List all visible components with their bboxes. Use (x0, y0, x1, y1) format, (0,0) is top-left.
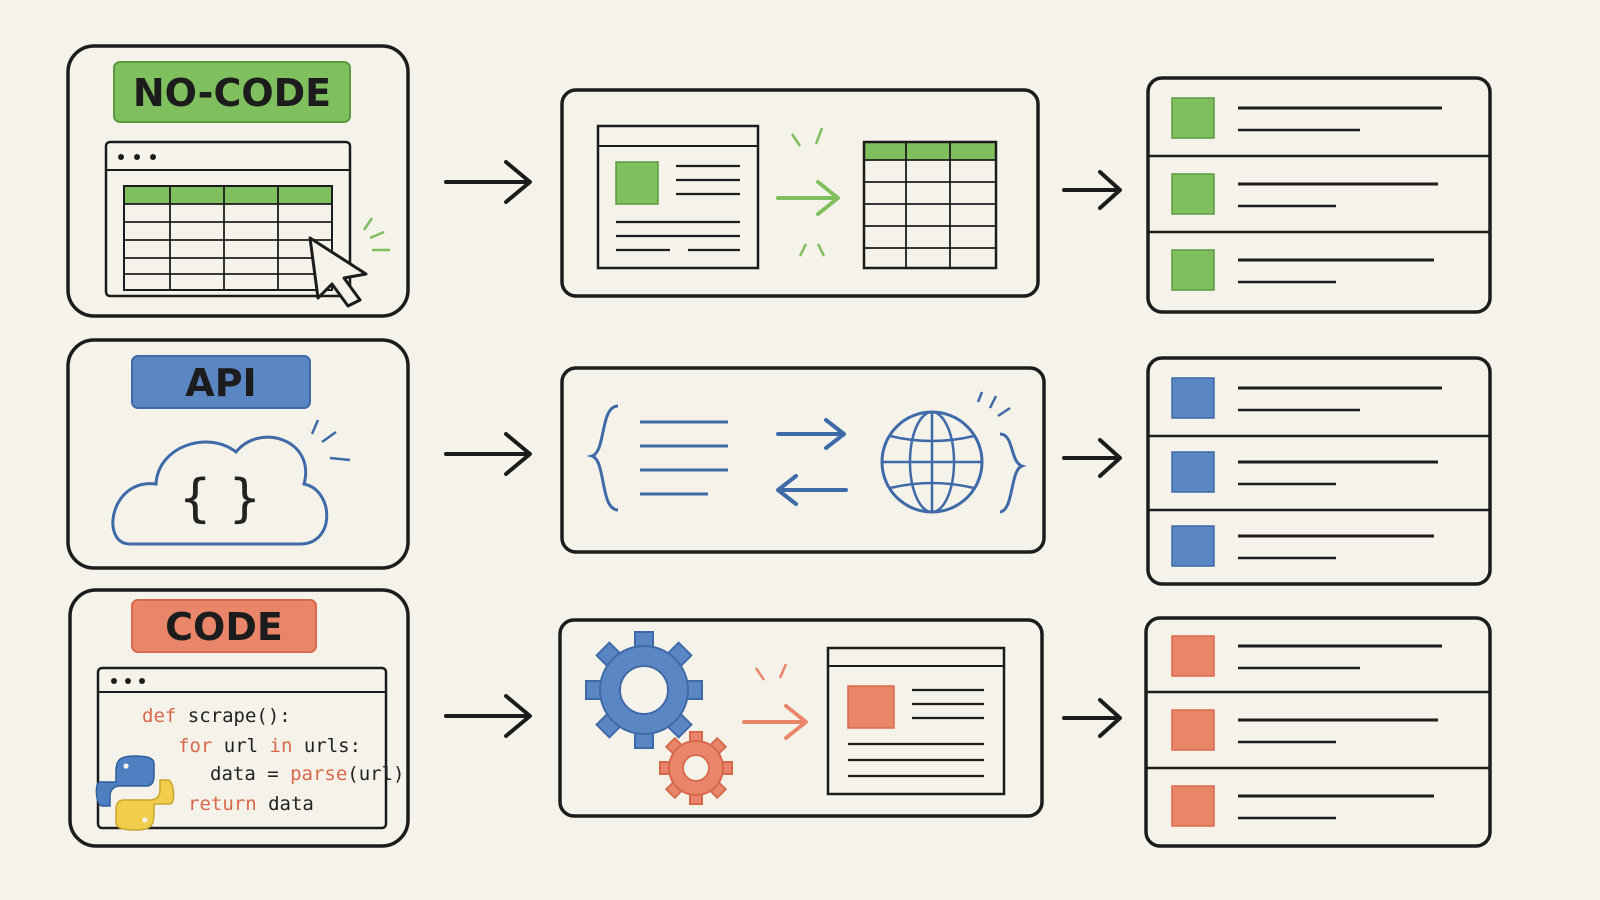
no-code-source-panel (66, 44, 410, 318)
code-source-panel (68, 588, 410, 848)
row-code: CODE def scrape(): for url in urls: data… (68, 588, 1492, 848)
svg-text:{ }: { } (179, 469, 262, 529)
python-code-window-icon: def scrape(): for url in urls: data = pa… (95, 666, 404, 831)
code-line-4: return data (188, 793, 314, 815)
api-label-badge (131, 355, 311, 409)
code-line-3: data = parse(url) (210, 763, 404, 785)
cursor-icon (308, 236, 368, 308)
green-item-list-icon (1146, 76, 1492, 314)
row-no-code: NO-CODE (66, 44, 1492, 318)
gear-icon (585, 631, 703, 749)
arrowhead-icon (504, 694, 532, 738)
code-line-1: def scrape(): (142, 705, 291, 727)
no-code-label: NO-CODE (133, 71, 331, 115)
json-exchange-globe-icon (586, 391, 1027, 514)
cloud-json-icon: { } (111, 419, 351, 546)
spreadsheet-with-cursor-icon (104, 140, 390, 308)
blue-item-list-icon (1146, 356, 1492, 586)
arrowhead-icon (1098, 698, 1122, 738)
arrowhead-icon (504, 432, 532, 476)
python-logo-icon (95, 755, 175, 831)
code-line-2: for url in urls: (178, 735, 361, 757)
code-process-panel (558, 618, 1044, 818)
no-code-label-badge (113, 61, 351, 123)
gear-icon (659, 731, 733, 805)
gears-to-webpage-icon (585, 631, 1006, 805)
api-process-panel (560, 366, 1046, 554)
code-label: CODE (165, 605, 283, 649)
no-code-process-panel (560, 88, 1040, 298)
row-api: API { } (66, 338, 1492, 586)
globe-icon (880, 410, 984, 514)
orange-item-list-icon (1144, 616, 1492, 848)
webpage-to-table-icon (596, 124, 998, 270)
arrowhead-icon (504, 160, 532, 204)
api-source-panel (66, 338, 410, 570)
code-label-badge (131, 599, 317, 653)
arrowhead-icon (1098, 438, 1122, 478)
arrowhead-icon (1098, 170, 1122, 210)
api-label: API (185, 361, 256, 405)
